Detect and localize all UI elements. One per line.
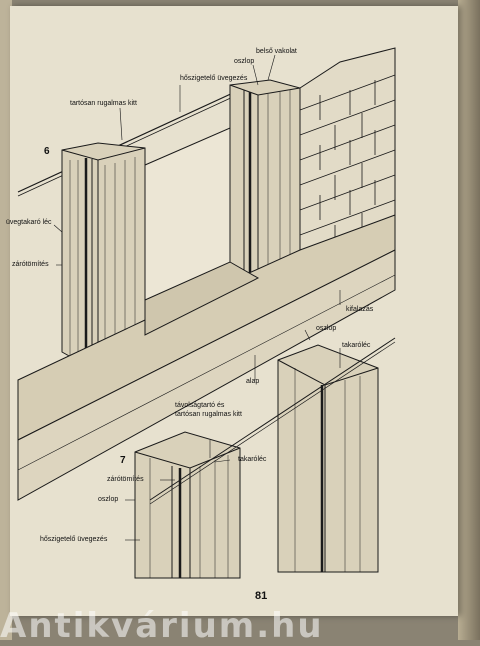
glass-fig7-2 xyxy=(149,341,396,505)
label-oszlop-top: oszlop xyxy=(234,58,255,65)
watermark: Antikvárium.hu xyxy=(0,606,324,646)
label-alap: alap xyxy=(246,378,260,385)
label-oszlop-bot: oszlop xyxy=(98,496,119,503)
book-spine-edge xyxy=(0,0,12,640)
label-kifalazas: kifalazás xyxy=(346,306,374,313)
post-fig7-right xyxy=(277,344,379,573)
figure-number-7: 7 xyxy=(120,455,126,466)
post-right xyxy=(229,79,301,284)
label-tavolsagtarto-2: tartósan rugalmas kitt xyxy=(175,411,242,418)
glass-fig7 xyxy=(149,337,396,501)
brick-wall xyxy=(299,47,396,281)
post-left xyxy=(61,142,146,376)
window-sill xyxy=(144,261,260,336)
label-kitt-top: tartósan rugalmas kitt xyxy=(70,100,137,107)
label-hoszigetelo-bot: hőszigetelő üvegezés xyxy=(40,536,108,543)
label-uvegtakaro: üvegtakaró léc xyxy=(6,219,52,226)
label-tavolsagtarto: távolságtartó és xyxy=(175,402,225,409)
post-fig7-left xyxy=(134,431,241,579)
book-page-stack xyxy=(458,0,480,640)
label-takarolec-1: takaróléc xyxy=(342,342,371,349)
glass-pane-top xyxy=(17,91,236,193)
foundation xyxy=(17,214,396,501)
label-belso-vakolat: belső vakolat xyxy=(256,48,297,55)
label-oszlop-mid: oszlop xyxy=(316,325,337,332)
label-hoszigetelo-top: hőszigetelő üvegezés xyxy=(180,75,248,82)
page-number: 81 xyxy=(255,590,268,602)
label-zarotomites-1: zárótömítés xyxy=(12,261,49,268)
label-zarotomites-2: zárótömítés xyxy=(107,476,144,483)
leader-lines xyxy=(53,54,341,541)
figure-number-6: 6 xyxy=(44,146,50,157)
label-takarolec-2: takaróléc xyxy=(238,456,267,463)
